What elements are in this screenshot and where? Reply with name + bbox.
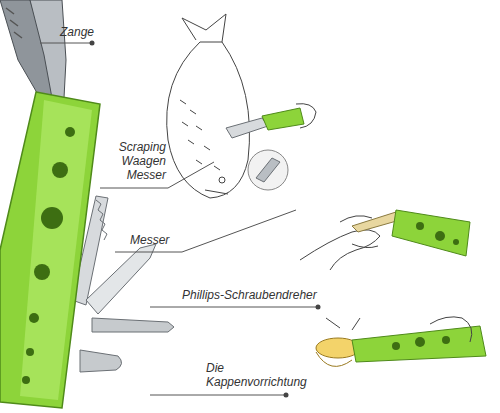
handle-hole [26,348,34,356]
leader-line [150,395,286,396]
scaler-handle [262,108,304,130]
handle-hole [34,264,50,280]
part-label: Scraping Waagen Messer [100,140,166,182]
leader-dot [316,305,321,310]
fish-gill [205,190,228,194]
handle-hole [453,239,459,245]
leader-line [115,210,296,252]
fish-body [167,42,250,198]
scaling-use [226,104,316,190]
handle-highlight [20,100,92,400]
leader-lines [40,43,318,395]
handle-hole [415,337,425,347]
handle [0,92,100,408]
opener-handle [352,326,486,362]
leader-line [40,43,92,44]
screwdriver [92,318,174,332]
detail-inset [248,150,288,190]
opener-use [316,317,486,367]
handle-hole [435,231,445,241]
motion-marks [326,318,360,330]
fish-eye [219,177,225,183]
fish-tail [182,14,226,42]
handle-hole [416,222,424,230]
handle-hole [442,336,450,344]
leader-dots [90,41,321,398]
knife-use [300,210,470,270]
plier-teeth [6,8,22,38]
leader-dot [284,393,289,398]
tools [72,196,174,372]
plier-jaw [30,0,66,98]
hand-sketch [300,230,380,270]
knife-blade [86,244,156,314]
handle-hole [52,162,68,178]
fish-sketch [167,14,250,198]
handle-hole [22,376,30,384]
bottle-opener [80,350,122,372]
green-handle [0,92,100,408]
cap-rim [316,352,352,366]
hand-sketch [430,317,472,342]
part-label: Messer [130,233,169,247]
saw-teeth [96,200,107,240]
part-label: Zange [60,25,94,39]
leader-line [150,307,318,308]
fish-scales [180,100,220,170]
leader-dot [90,41,95,46]
part-label: Phillips-Schraubendreher [182,288,317,302]
pliers [0,0,66,98]
handle-hole [392,342,400,350]
handle-hole [29,313,39,323]
inset-blade [256,158,280,182]
scaler-blade [226,118,268,138]
handle-hole [41,207,63,229]
hand-sketch [296,104,316,128]
handle-hole [65,127,75,137]
part-label: Die Kappenvorrichtung [206,361,324,389]
knife-handle [392,210,470,256]
